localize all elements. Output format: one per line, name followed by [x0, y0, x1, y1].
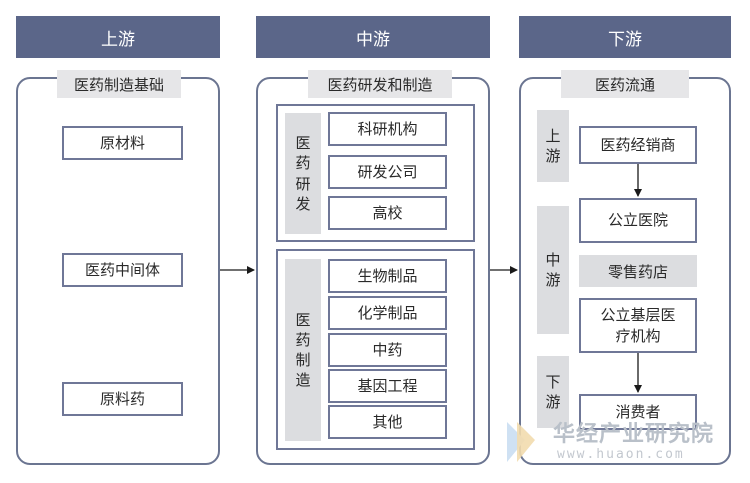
header-midstream: 中游 [256, 16, 490, 58]
dist-upstream-label: 上游 [537, 110, 569, 182]
item-primary-care-institutions: 公立基层医疗机构 [579, 298, 697, 353]
manufacturing-group-label: 医药制造 [285, 259, 321, 441]
item-genetic-engineering: 基因工程 [328, 369, 447, 403]
panel-title-left: 医药制造基础 [57, 70, 181, 98]
item-others: 其他 [328, 405, 447, 439]
item-tcm: 中药 [328, 333, 447, 367]
header-downstream: 下游 [519, 16, 731, 58]
item-raw-materials: 原材料 [62, 126, 183, 160]
item-chemical-products: 化学制品 [328, 296, 447, 330]
item-pharma-distributors: 医药经销商 [579, 126, 697, 164]
item-api: 原料药 [62, 382, 183, 416]
item-retail-pharmacies: 零售药店 [579, 255, 697, 287]
rd-group-label: 医药研发 [285, 113, 321, 234]
item-consumers: 消费者 [579, 394, 697, 430]
watermark-url: www.huaon.com [557, 447, 685, 462]
item-biologics: 生物制品 [328, 259, 447, 293]
panel-title-middle: 医药研发和制造 [308, 70, 452, 98]
item-rd-companies: 研发公司 [328, 155, 447, 189]
item-pharma-intermediates: 医药中间体 [62, 253, 183, 287]
item-public-hospitals: 公立医院 [579, 198, 697, 243]
watermark-name: 华经产业研究院 [553, 422, 715, 447]
item-universities: 高校 [328, 196, 447, 230]
item-research-institutions: 科研机构 [328, 112, 447, 146]
dist-downstream-label: 下游 [537, 356, 569, 428]
dist-midstream-label: 中游 [537, 206, 569, 334]
panel-title-right: 医药流通 [561, 70, 689, 98]
watermark-logo-icon [507, 422, 535, 462]
header-upstream: 上游 [16, 16, 220, 58]
